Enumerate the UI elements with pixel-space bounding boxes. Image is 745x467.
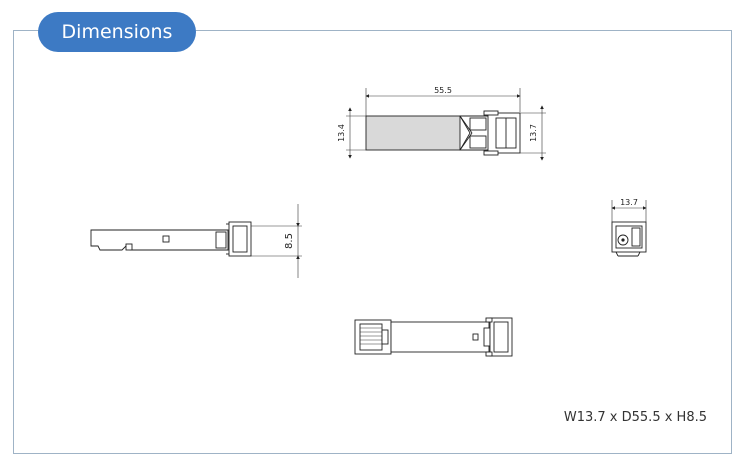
top-right-height-label: 13.7 [529, 124, 538, 142]
front-width-label: 13.7 [620, 198, 638, 207]
top-length-label: 55.5 [434, 86, 452, 95]
side-view: 8.5 [90, 204, 302, 278]
dimensions-frame [13, 30, 732, 454]
section-title: Dimensions [61, 21, 173, 43]
bottom-view [354, 317, 513, 357]
dimension-summary: W13.7 x D55.5 x H8.5 [563, 410, 707, 425]
front-view: 13.7 [611, 198, 647, 257]
section-tab: Dimensions [38, 12, 196, 52]
side-height-label: 8.5 [284, 233, 295, 249]
top-left-height-label: 13.4 [337, 124, 346, 142]
top-view: 55.5 13.4 13.7 [337, 86, 546, 161]
